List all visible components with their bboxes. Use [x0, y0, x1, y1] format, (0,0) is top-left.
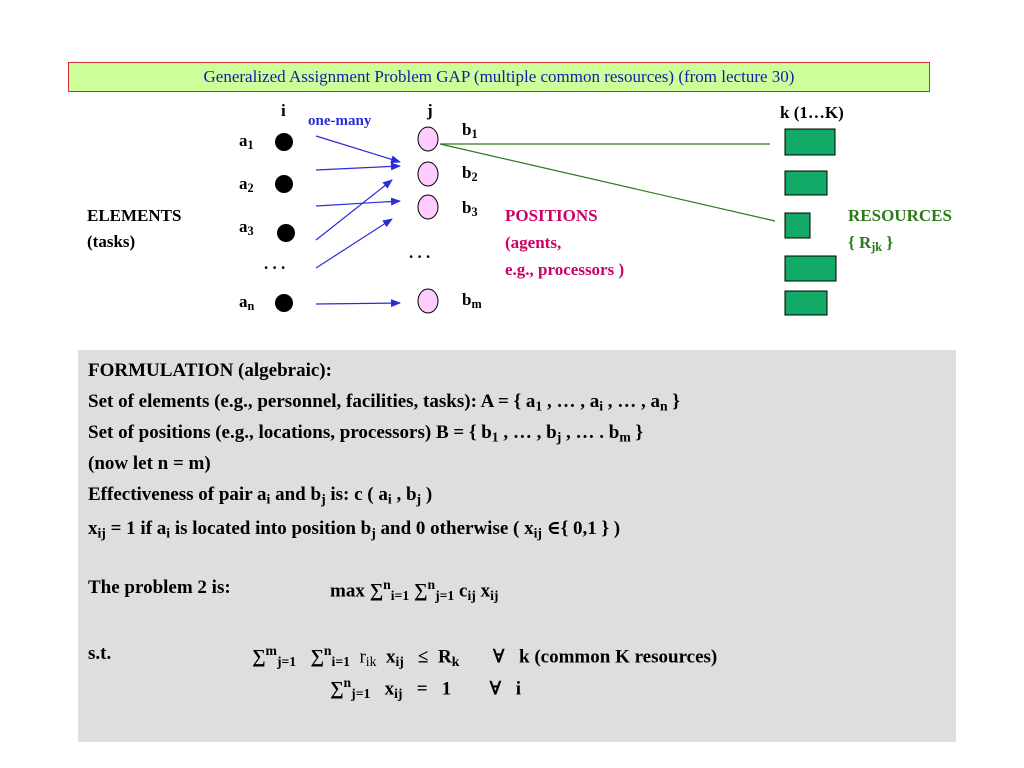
- st-label: s.t.: [88, 643, 112, 664]
- element-node-a1: [275, 133, 293, 151]
- arrow-5: [315, 218, 393, 269]
- position-label-bm: bm: [462, 290, 482, 312]
- element-label-a1: a1: [239, 131, 254, 153]
- n-equals-m-line: (now let n = m): [88, 453, 211, 474]
- position-label-b3: b3: [462, 198, 478, 220]
- effectiveness-line: Effectiveness of pair ai and bj is: c ( …: [88, 484, 433, 507]
- one-many-label: one-many: [308, 113, 372, 129]
- element-ellipsis: . . .: [264, 254, 286, 273]
- objective-function: max ∑ni=1 ∑nj=1 cij xij: [330, 577, 499, 603]
- element-node-a2: [275, 175, 293, 193]
- elements-set-line: Set of elements (e.g., personnel, facili…: [88, 391, 680, 414]
- position-node-bm: [417, 288, 439, 314]
- element-node-an: [275, 294, 293, 312]
- resource-line-2: [439, 143, 776, 222]
- gap-diagram: [275, 126, 837, 316]
- arrow-3: [315, 197, 401, 207]
- formulation-heading: FORMULATION (algebraic):: [88, 360, 332, 381]
- positions-set-line: Set of positions (e.g., locations, proce…: [88, 422, 643, 445]
- formulation-panel: FORMULATION (algebraic): Set of elements…: [78, 350, 956, 742]
- arrow-1: [315, 135, 401, 164]
- position-label-b1: b1: [462, 120, 478, 142]
- positions-sublabel-2: e.g., processors ): [505, 260, 625, 279]
- resources-label: RESOURCES: [848, 206, 952, 225]
- resource-box-1: [784, 128, 836, 156]
- elements-sublabel: (tasks): [87, 232, 136, 251]
- element-node-a3: [277, 224, 295, 242]
- arrow-2: [315, 162, 401, 171]
- resource-box-4: [784, 255, 837, 282]
- resource-constraint: ∑mj=1 ∑ni=1 rik xij ≤ Rk ∀ k (common K r…: [252, 643, 718, 669]
- col-j-label: j: [427, 101, 433, 120]
- element-label-a3: a3: [239, 217, 254, 239]
- positions-label: POSITIONS: [505, 206, 598, 225]
- arrow-4: [315, 179, 393, 241]
- assignment-constraint: ∑nj=1 xij = 1 ∀ i: [330, 675, 521, 701]
- position-label-b2: b2: [462, 163, 478, 185]
- col-k-label: k (1…K): [780, 103, 844, 122]
- decision-variable-line: xij = 1 if ai is located into position b…: [88, 518, 621, 541]
- element-label-an: an: [239, 292, 255, 314]
- resources-set-label: { Rjk }: [848, 233, 894, 255]
- positions-sublabel-1: (agents,: [505, 233, 562, 252]
- resource-box-5: [784, 290, 828, 316]
- arrow-6: [315, 299, 401, 308]
- elements-label: ELEMENTS: [87, 206, 182, 225]
- slide-title: Generalized Assignment Problem GAP (mult…: [68, 62, 930, 92]
- element-label-a2: a2: [239, 174, 254, 196]
- problem-label: The problem 2 is:: [88, 577, 231, 598]
- position-ellipsis: . . .: [409, 243, 431, 262]
- col-i-label: i: [281, 101, 286, 120]
- position-node-b3: [417, 194, 439, 220]
- resource-box-2: [784, 170, 828, 196]
- resource-box-3: [784, 212, 811, 239]
- position-node-b1: [417, 126, 439, 152]
- position-node-b2: [417, 161, 439, 187]
